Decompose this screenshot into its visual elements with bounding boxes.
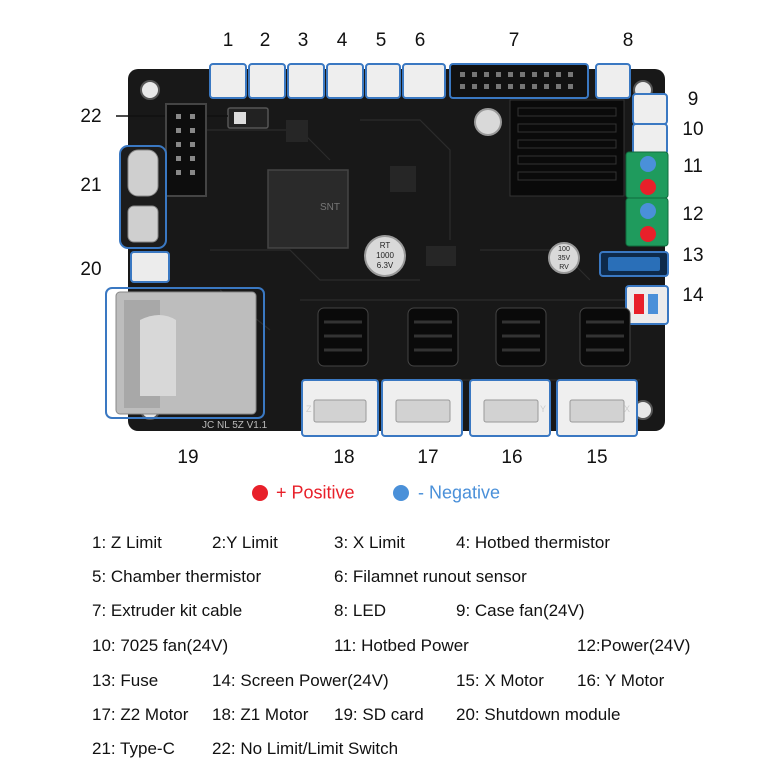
callout-20: 20	[80, 259, 102, 280]
callout-5: 5	[375, 30, 387, 51]
callout-15: 15	[586, 447, 608, 468]
desc-9: 9: Case fan(24V)	[456, 601, 585, 620]
callout-14: 14	[682, 285, 704, 306]
power-terminals	[625, 151, 669, 247]
mcu-logo: SNT	[320, 202, 340, 213]
desc-22: 22: No Limit/Limit Switch	[212, 739, 399, 758]
callout-4: 4	[336, 30, 348, 51]
desc-2: 2:Y Limit	[212, 533, 278, 552]
positive-dot	[252, 485, 268, 501]
desc-17: 17: Z2 Motor	[92, 705, 189, 724]
desc-16: 16: Y Motor	[577, 671, 665, 690]
header-pins	[460, 72, 573, 89]
mosfet-heatsink	[509, 99, 625, 197]
callout-13: 13	[682, 245, 704, 266]
callout-11: 11	[683, 156, 703, 177]
desc-15: 15: X Motor	[456, 671, 544, 690]
capacitor-100uf-top	[474, 108, 502, 136]
desc-19: 19: SD card	[334, 705, 424, 724]
screen-power-connector	[625, 285, 669, 325]
legend-positive: + Positive	[276, 482, 355, 503]
desc-20: 20: Shutdown module	[456, 705, 621, 724]
desc-8: 8: LED	[334, 601, 386, 620]
callout-16: 16	[501, 447, 523, 468]
display-header	[165, 103, 207, 197]
sd-card-slot	[105, 287, 265, 419]
legend-negative: - Negative	[418, 482, 501, 503]
callout-7: 7	[508, 30, 520, 51]
desc-13: 13: Fuse	[92, 671, 159, 690]
axis-label-x: X	[624, 404, 630, 414]
svg-text:RV: RV	[559, 264, 569, 271]
callout-1: 1	[222, 30, 234, 51]
callout-12: 12	[682, 204, 704, 225]
desc-4: 4: Hotbed thermistor	[456, 533, 611, 552]
limit-connector	[209, 63, 668, 155]
desc-18: 18: Z1 Motor	[212, 705, 309, 724]
callout-22: 22	[80, 106, 102, 127]
svg-text:RT: RT	[380, 241, 391, 250]
axis-label-y: Y	[540, 404, 546, 414]
callout-6: 6	[414, 30, 426, 51]
negative-dot	[393, 485, 409, 501]
svg-text:6.3V: 6.3V	[377, 261, 394, 270]
board-silk-name: JC NL 5Z V1.1	[202, 420, 268, 431]
svg-text:1000: 1000	[376, 251, 394, 260]
desc-3: 3: X Limit	[334, 533, 405, 552]
top-connectors	[209, 63, 668, 155]
desc-1: 1: Z Limit	[92, 533, 162, 552]
callout-3: 3	[297, 30, 309, 51]
desc-7: 7: Extruder kit cable	[92, 601, 243, 620]
callout-2: 2	[259, 30, 271, 51]
desc-5: 5: Chamber thermistor	[92, 567, 262, 586]
callout-21: 21	[80, 175, 102, 196]
axis-label-z: Z	[306, 404, 312, 414]
desc-10: 10: 7025 fan(24V)	[92, 636, 229, 655]
svg-text:35V: 35V	[558, 255, 571, 262]
mcu-chip	[267, 169, 349, 249]
capacitor-100uf	[548, 242, 580, 274]
callout-19: 19	[177, 447, 199, 468]
callout-8: 8	[622, 30, 634, 51]
svg-text:100: 100	[558, 246, 570, 253]
callout-18: 18	[333, 447, 355, 468]
capacitor-1000uf	[364, 235, 406, 277]
callout-10: 10	[682, 119, 704, 140]
shutdown-connector	[130, 251, 170, 283]
desc-6: 6: Filamnet runout sensor	[334, 567, 527, 586]
callout-9: 9	[687, 89, 699, 110]
extruder-header	[449, 63, 589, 99]
desc-21: 21: Type-C	[92, 739, 175, 758]
desc-11: 11: Hotbed Power	[334, 636, 469, 655]
callout-17: 17	[417, 447, 439, 468]
desc-14: 14: Screen Power(24V)	[212, 671, 389, 690]
desc-12: 12:Power(24V)	[577, 636, 691, 655]
